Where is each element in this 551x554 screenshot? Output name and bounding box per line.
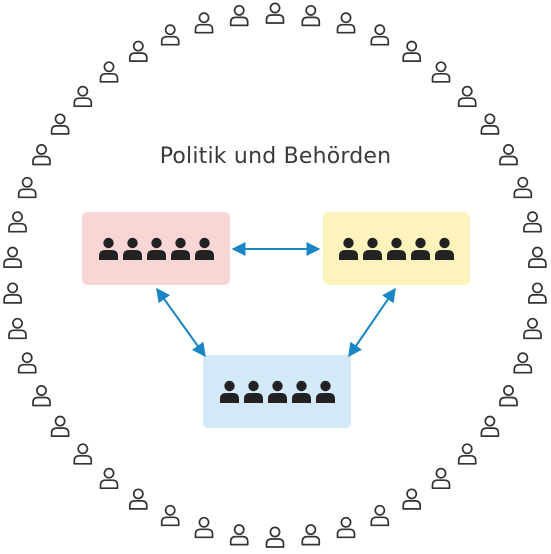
person-solid-icon (146, 237, 166, 260)
group-yellow (323, 212, 470, 285)
person-solid-icon (315, 380, 335, 403)
person-outline-icon (128, 40, 148, 62)
person-outline-icon (3, 282, 22, 304)
person-solid-icon (122, 237, 142, 260)
person-outline-icon (499, 144, 518, 166)
person-solid-icon (98, 237, 118, 260)
person-solid-icon (339, 237, 358, 260)
person-outline-icon (457, 443, 477, 465)
person-outline-icon (480, 415, 500, 437)
person-solid-icon (411, 237, 430, 260)
person-outline-icon (3, 246, 22, 268)
person-outline-icon (229, 4, 249, 27)
person-outline-icon (32, 385, 51, 407)
person-outline-icon (431, 61, 451, 83)
person-outline-icon (457, 85, 477, 108)
person-outline-icon (301, 524, 321, 546)
person-outline-icon (523, 211, 542, 233)
person-outline-icon (528, 246, 547, 268)
person-solid-icon (387, 237, 406, 260)
person-outline-icon (370, 504, 390, 527)
person-outline-icon (402, 488, 422, 510)
person-outline-icon (513, 352, 533, 374)
person-outline-icon (32, 144, 51, 166)
person-solid-icon (435, 237, 454, 260)
person-outline-icon (99, 61, 119, 83)
person-outline-icon (499, 385, 518, 407)
person-outline-icon (336, 12, 356, 34)
person-solid-icon (194, 237, 214, 260)
person-outline-icon (528, 282, 547, 304)
person-outline-icon (301, 4, 321, 27)
person-outline-icon (17, 176, 37, 199)
person-outline-icon (336, 516, 356, 539)
person-solid-icon (243, 380, 263, 403)
person-outline-icon (128, 488, 148, 510)
person-outline-icon (160, 24, 180, 46)
person-solid-icon (291, 380, 311, 403)
person-outline-icon (229, 524, 249, 546)
person-outline-icon (8, 211, 27, 233)
person-solid-icon (363, 237, 382, 260)
person-outline-icon (8, 317, 27, 340)
person-outline-icon (523, 317, 542, 340)
group-blue (203, 355, 351, 428)
person-outline-icon (50, 415, 70, 437)
person-outline-icon (402, 40, 422, 62)
diagram-title: Politik und Behörden (159, 144, 392, 169)
person-outline-icon (99, 467, 119, 490)
person-outline-icon (73, 443, 93, 465)
person-solid-icon (170, 237, 190, 260)
person-solid-icon (267, 380, 287, 403)
group-red (82, 212, 230, 285)
person-outline-icon (265, 2, 285, 24)
person-outline-icon (160, 504, 180, 527)
person-outline-icon (50, 113, 70, 135)
person-outline-icon (431, 467, 451, 490)
person-outline-icon (370, 24, 390, 46)
person-outline-icon (480, 113, 500, 135)
person-outline-icon (73, 85, 93, 108)
person-outline-icon (194, 516, 214, 539)
person-outline-icon (17, 352, 37, 374)
person-solid-icon (219, 380, 239, 403)
person-outline-icon (265, 526, 285, 548)
person-outline-icon (513, 176, 533, 199)
person-outline-icon (194, 12, 214, 34)
